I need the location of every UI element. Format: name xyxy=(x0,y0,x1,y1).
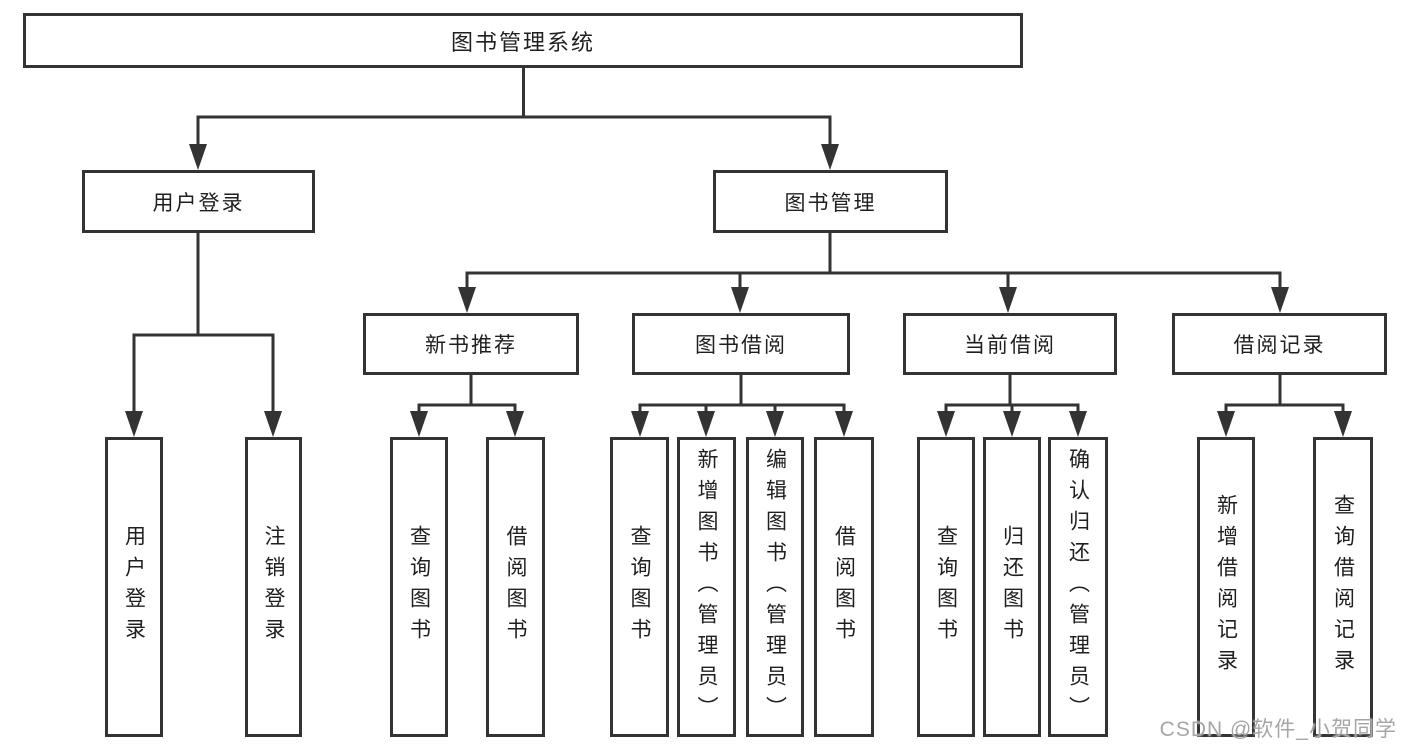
leaf-edit-books-admin: 编辑图书（管理员） xyxy=(746,437,804,737)
leaf-return-books: 归还图书 xyxy=(983,437,1041,737)
node-label: 用户登录 xyxy=(122,525,146,649)
node-label: 编辑图书（管理员） xyxy=(763,447,787,727)
node-label: 借阅图书 xyxy=(832,525,856,649)
node-label: 图书借阅 xyxy=(695,334,787,357)
leaf-borrow-books-recommend: 借阅图书 xyxy=(486,437,545,737)
node-label: 借阅图书 xyxy=(504,525,527,649)
leaf-query-books-recommend: 查询图书 xyxy=(390,437,448,737)
leaf-borrow-books: 借阅图书 xyxy=(814,437,874,737)
node-new-book-recommend: 新书推荐 xyxy=(363,313,579,375)
leaf-add-books-admin: 新增图书（管理员） xyxy=(677,437,736,737)
node-label: 新增图书（管理员） xyxy=(695,447,718,727)
node-borrow-records: 借阅记录 xyxy=(1172,313,1387,375)
node-current-borrow: 当前借阅 xyxy=(903,313,1117,375)
node-label: 注销登录 xyxy=(262,525,285,649)
node-label: 查询图书 xyxy=(628,525,651,649)
node-label: 查询图书 xyxy=(934,525,958,649)
leaf-query-books-current: 查询图书 xyxy=(917,437,975,737)
leaf-confirm-return-admin: 确认归还（管理员） xyxy=(1048,437,1108,737)
node-book-borrow: 图书借阅 xyxy=(632,313,850,375)
node-label: 新书推荐 xyxy=(425,334,517,357)
node-label: 确认归还（管理员） xyxy=(1066,447,1090,727)
leaf-user-login: 用户登录 xyxy=(105,437,163,737)
node-label: 新增借阅记录 xyxy=(1214,494,1238,680)
node-library-system: 图书管理系统 xyxy=(23,13,1023,68)
node-label: 借阅记录 xyxy=(1233,334,1326,357)
node-label: 图书管理 xyxy=(784,191,877,215)
node-label: 当前借阅 xyxy=(964,334,1056,357)
leaf-query-borrow-record: 查询借阅记录 xyxy=(1313,437,1373,737)
node-label: 图书管理系统 xyxy=(450,29,595,55)
leaf-query-books-borrow: 查询图书 xyxy=(610,437,669,737)
leaf-add-borrow-record: 新增借阅记录 xyxy=(1197,437,1255,737)
node-book-management: 图书管理 xyxy=(713,170,948,233)
node-label: 查询图书 xyxy=(407,525,431,649)
node-label: 用户登录 xyxy=(152,191,245,215)
node-label: 归还图书 xyxy=(1000,525,1024,649)
csdn-watermark: CSDN @软件_小贺同学 xyxy=(1159,718,1397,741)
node-label: 查询借阅记录 xyxy=(1331,494,1355,680)
node-user-login: 用户登录 xyxy=(82,170,315,233)
leaf-logout: 注销登录 xyxy=(245,437,302,737)
